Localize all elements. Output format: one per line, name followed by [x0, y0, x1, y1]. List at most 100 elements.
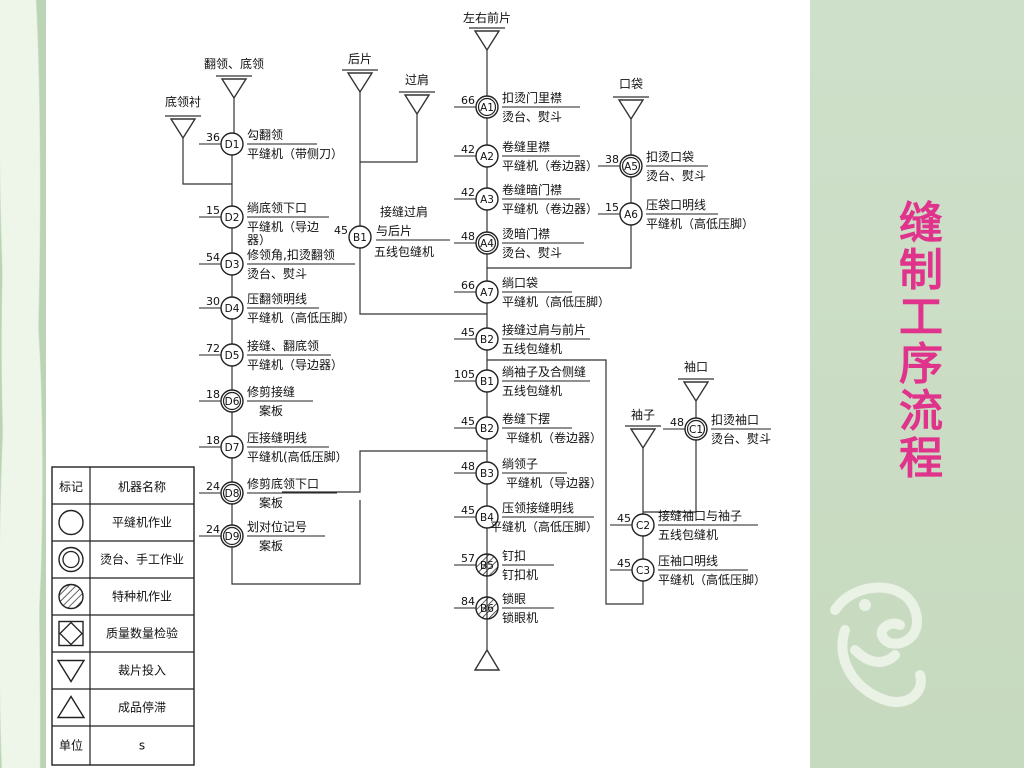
machine-label: 锁眼机 — [502, 610, 538, 625]
machine-label: 平缝机（卷边器） — [506, 430, 602, 445]
operation-label: 勾翻领 — [247, 128, 283, 142]
operation-label: 扣烫袖口 — [711, 412, 759, 427]
inner-ring — [686, 419, 706, 439]
operation-label: 绱底领下口 — [247, 200, 307, 215]
output-triangle-icon — [473, 648, 501, 671]
shoulder-line — [360, 114, 418, 163]
node-time: 45 — [334, 224, 348, 237]
operation-label: 绱袖子及合侧缝 — [502, 364, 586, 379]
operation-label: 钉扣 — [502, 549, 526, 563]
inner-ring — [222, 526, 242, 546]
machine-label: 烫台、熨斗 — [247, 266, 307, 281]
legend-single-circle-icon — [58, 509, 84, 536]
node-time: 66 — [461, 94, 475, 107]
legend-diamond-icon — [59, 621, 83, 646]
input-label: 口袋 — [619, 77, 643, 91]
node-id: D5 — [225, 350, 240, 362]
collar-lining-line — [182, 138, 232, 185]
operation-label: 烫暗门襟 — [502, 226, 550, 241]
node-time: 45 — [461, 326, 475, 339]
node-time: 48 — [461, 460, 475, 473]
back-to-main — [359, 248, 487, 315]
side-title-char: 流 — [899, 386, 943, 437]
inner-ring — [621, 156, 641, 176]
operation-label: 压翻领明线 — [247, 292, 307, 306]
legend-label: 平缝机作业 — [112, 515, 172, 530]
node-time: 57 — [461, 552, 475, 565]
node-id: B1 — [480, 376, 494, 388]
input-label: 左右前片 — [463, 10, 511, 25]
side-title-char: 工 — [899, 292, 943, 343]
input-label: 后片 — [348, 52, 372, 66]
inner-ring — [477, 97, 497, 117]
machine-label: 烫台、熨斗 — [646, 168, 706, 183]
legend-header-mark: 标记 — [59, 480, 83, 494]
pocket-to-main — [487, 225, 632, 269]
node-time: 84 — [461, 595, 475, 608]
node-time: 42 — [461, 143, 475, 156]
collar-bottom-line — [231, 500, 361, 585]
legend-label: 质量数量检验 — [106, 626, 178, 641]
machine-label: 平缝机(高低压脚） — [247, 449, 348, 464]
inner-ring — [62, 550, 80, 569]
operation-label: 卷缝里襟 — [502, 139, 550, 154]
inner-ring — [477, 233, 497, 253]
node-id: A7 — [480, 287, 494, 299]
node-id: A1 — [480, 102, 494, 114]
operation-label: 压袋口明线 — [646, 198, 706, 212]
operation-label: 压接缝明线 — [247, 430, 307, 445]
input-label: 底领衬 — [165, 94, 201, 109]
operation-label: 绱领子 — [502, 457, 538, 471]
node-id: C2 — [636, 520, 650, 532]
node-time: 24 — [206, 480, 220, 493]
legend-label: 成品停滞 — [118, 700, 166, 715]
machine-label: 案板 — [259, 495, 283, 510]
side-title-char: 制 — [899, 245, 943, 296]
sleeve-to-main — [487, 359, 644, 605]
input-triangle-icon — [617, 99, 645, 121]
node-time: 15 — [605, 201, 619, 214]
input-triangle-icon — [629, 428, 657, 450]
side-title-char: 程 — [899, 433, 943, 484]
node-time: 45 — [461, 415, 475, 428]
node-id: D7 — [225, 442, 240, 454]
node-time: 45 — [461, 504, 475, 517]
input-triangle-icon — [473, 30, 501, 52]
process-node-back-B1 — [348, 225, 372, 249]
node-id: B5 — [480, 560, 494, 572]
node-id: B1 — [353, 232, 367, 244]
machine-label: 平缝机（高低压脚） — [502, 294, 610, 309]
node-id: C1 — [689, 424, 703, 436]
machine-label: 烫台、熨斗 — [502, 109, 562, 124]
left-decorative-border — [0, 0, 46, 768]
operation-label: 扣烫口袋 — [646, 150, 694, 164]
machine-label: 平缝机（导边 — [247, 219, 319, 234]
legend-label: 特种机作业 — [112, 589, 172, 604]
machine-label: 五线包缝机 — [502, 383, 562, 398]
node-id: A6 — [624, 209, 638, 221]
node-time: 30 — [206, 295, 220, 308]
node-id: D4 — [225, 303, 240, 315]
machine-label: 五线包缝机 — [502, 341, 562, 356]
node-id: D1 — [225, 139, 240, 151]
operation-label: 接缝过肩 — [380, 204, 428, 219]
input-triangle-icon — [220, 78, 248, 100]
input-triangle-icon — [346, 72, 374, 94]
operation-label: 修剪底领下口 — [247, 476, 319, 491]
node-id: C3 — [636, 565, 650, 577]
machine-label: 平缝机（带侧刀） — [247, 146, 343, 161]
node-id: B4 — [480, 512, 494, 524]
legend-unit-value: s — [139, 739, 145, 753]
machine-label: 烫台、熨斗 — [711, 431, 771, 446]
operation-label: 压袖口明线 — [658, 553, 718, 568]
node-time: 54 — [206, 251, 220, 264]
node-time: 38 — [605, 153, 619, 166]
input-triangle-icon — [682, 381, 710, 403]
node-time: 18 — [206, 434, 220, 447]
node-id: D6 — [225, 396, 240, 408]
legend-down-triangle-icon — [56, 659, 86, 683]
node-id: D3 — [225, 259, 240, 271]
input-label: 翻领、底领 — [204, 56, 264, 71]
node-id: A4 — [480, 238, 494, 250]
